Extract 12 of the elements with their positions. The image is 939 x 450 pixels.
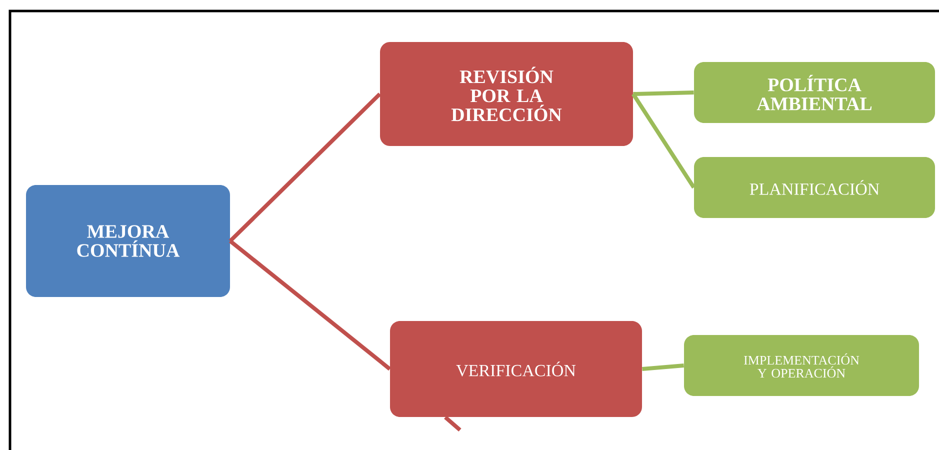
- process-box: VERIFICACIÓN: [390, 321, 642, 417]
- connector-line: [632, 92, 696, 189]
- connector-line: [228, 92, 382, 242]
- process-box: PLANIFICACIÓN: [694, 157, 935, 218]
- connector-line: [444, 416, 462, 432]
- connector-line: [228, 239, 392, 371]
- process-box: IMPLEMENTACIÓN Y OPERACIÓN: [684, 335, 919, 396]
- process-box: REVISIÓN POR LA DIRECCIÓN: [380, 42, 633, 146]
- connector-line: [642, 364, 684, 371]
- connector-line: [633, 90, 694, 96]
- process-box: POLÍTICA AMBIENTAL: [694, 62, 935, 123]
- process-box: MEJORA CONTÍNUA: [26, 185, 230, 297]
